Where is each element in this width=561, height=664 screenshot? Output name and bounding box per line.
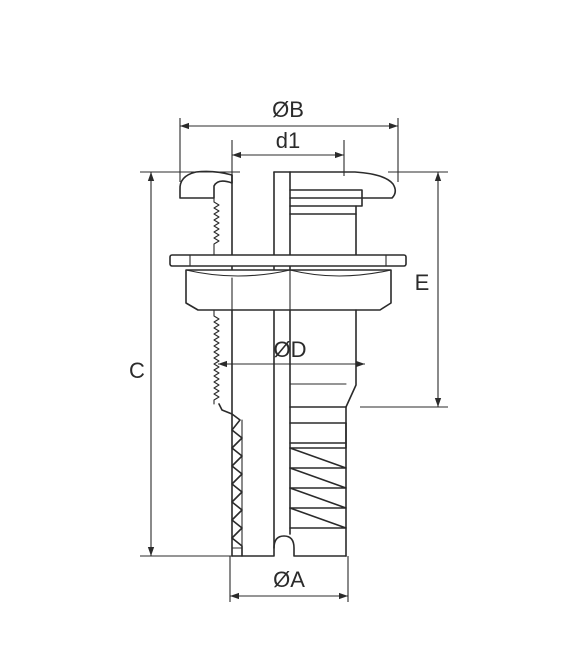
extension-lines bbox=[140, 118, 448, 602]
thread-upper bbox=[213, 197, 220, 261]
thread-lower bbox=[213, 309, 220, 405]
fitting-part bbox=[169, 170, 407, 557]
bottom-notch bbox=[231, 535, 347, 557]
flange-head-left bbox=[179, 170, 233, 199]
flange-head-right bbox=[289, 171, 397, 199]
label-oa: ØA bbox=[273, 567, 305, 592]
label-d1: d1 bbox=[276, 128, 300, 153]
hose-barb-right bbox=[289, 422, 347, 444]
washer bbox=[169, 254, 407, 267]
label-od: ØD bbox=[274, 337, 307, 362]
label-c: C bbox=[129, 358, 145, 383]
hose-barb-left bbox=[218, 403, 243, 557]
label-e: E bbox=[415, 270, 430, 295]
label-ob: ØB bbox=[272, 97, 304, 122]
hex-nut bbox=[185, 269, 392, 311]
